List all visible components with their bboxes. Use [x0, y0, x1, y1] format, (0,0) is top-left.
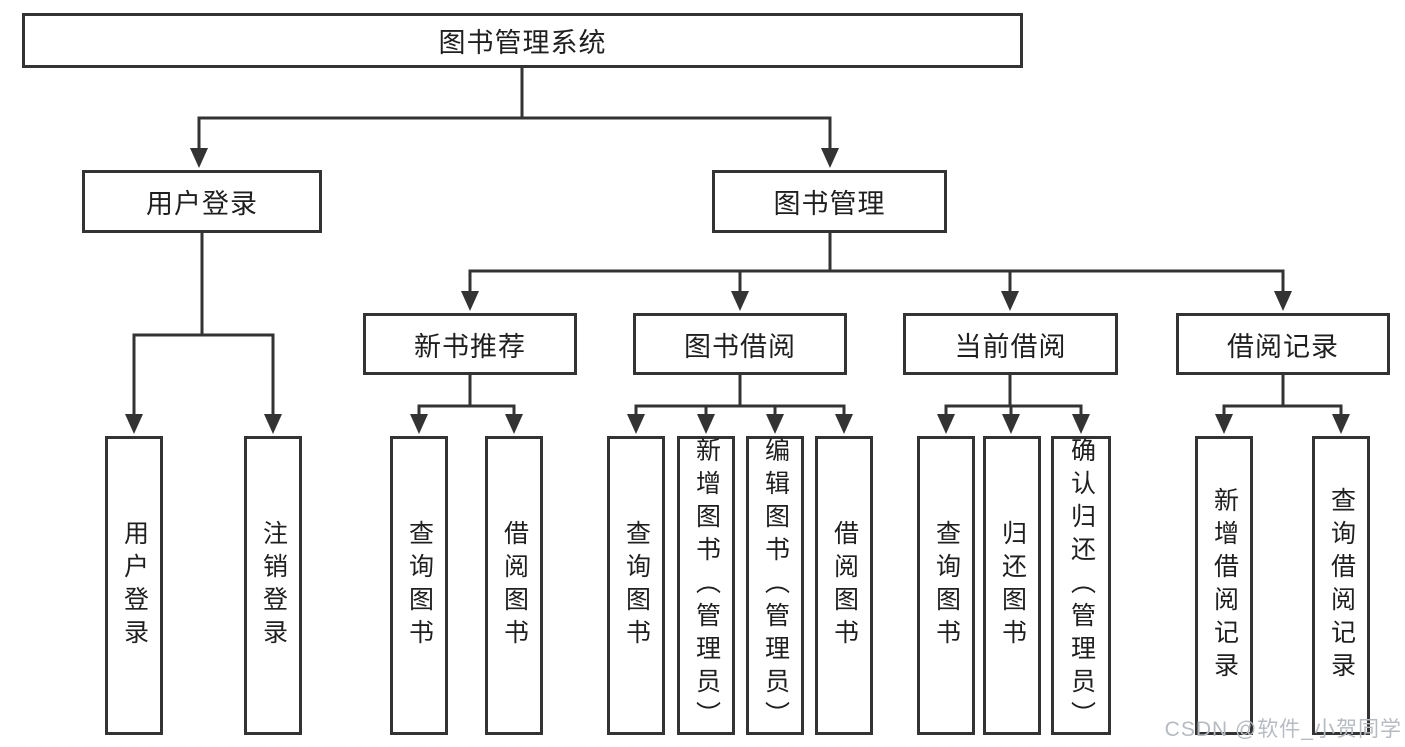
- node-borrowing-records: 借阅记录: [1176, 313, 1390, 375]
- node-book-borrowing-label: 图书借阅: [684, 331, 796, 362]
- connector-book-management-to-level3: [461, 231, 1292, 311]
- node-borrowing-records-label: 借阅记录: [1227, 331, 1339, 362]
- arrowhead-icon: [461, 291, 479, 311]
- node-new-book-recommend: 新书推荐: [363, 313, 577, 375]
- leaf-bb-edit-books-admin-label: 编辑图书（管理员）: [761, 437, 790, 734]
- leaf-bb-add-books-admin: 新增图书（管理员）: [677, 436, 735, 735]
- arrowhead-icon: [697, 414, 715, 434]
- leaf-bb-add-books-admin-label: 新增图书（管理员）: [692, 437, 721, 734]
- connector-borrowing-records-to-leaves: [1215, 373, 1350, 434]
- node-user-login: 用户登录: [82, 170, 322, 233]
- arrowhead-icon: [627, 414, 645, 434]
- node-current-borrowing: 当前借阅: [903, 313, 1118, 375]
- leaf-bb-borrow-books: 借阅图书: [815, 436, 873, 735]
- node-root-label: 图书管理系统: [438, 28, 607, 58]
- connector-current-borrowing-to-leaves: [937, 373, 1090, 434]
- arrowhead-icon: [1001, 291, 1019, 311]
- node-user-login-label: 用户登录: [146, 189, 258, 219]
- leaf-user-login: 用户登录: [105, 436, 163, 735]
- arrowhead-icon: [937, 414, 955, 434]
- arrowhead-icon: [505, 414, 523, 434]
- leaf-cb-return-books: 归还图书: [983, 436, 1041, 735]
- node-current-borrowing-label: 当前借阅: [954, 331, 1067, 362]
- leaf-cb-return-books-label: 归还图书: [998, 519, 1027, 652]
- leaf-bb-query-books: 查询图书: [607, 436, 665, 735]
- arrowhead-icon: [731, 291, 749, 311]
- leaf-user-login-label: 用户登录: [120, 519, 149, 652]
- leaf-nb-query-books-label: 查询图书: [405, 519, 434, 652]
- node-new-book-recommend-label: 新书推荐: [414, 331, 526, 362]
- arrowhead-icon: [264, 414, 282, 434]
- arrowhead-icon: [821, 148, 839, 168]
- leaf-cb-confirm-return-admin-label: 确认归还（管理员）: [1067, 437, 1096, 734]
- node-book-management-label: 图书管理: [773, 189, 886, 219]
- leaf-br-add-record: 新增借阅记录: [1195, 436, 1253, 735]
- leaf-nb-borrow-books-label: 借阅图书: [500, 519, 529, 652]
- connector-user-login-to-leaves: [125, 231, 282, 434]
- connector-book-borrowing-to-leaves: [627, 373, 853, 434]
- node-book-management: 图书管理: [712, 170, 947, 233]
- leaf-br-query-record: 查询借阅记录: [1312, 436, 1370, 735]
- arrowhead-icon: [835, 414, 853, 434]
- leaf-br-query-record-label: 查询借阅记录: [1327, 486, 1356, 685]
- arrowhead-icon: [1332, 414, 1350, 434]
- arrowhead-icon: [125, 414, 143, 434]
- watermark: CSDN @软件_小贺同学: [1164, 718, 1402, 741]
- arrowhead-icon: [766, 414, 784, 434]
- arrowhead-icon: [1274, 291, 1292, 311]
- node-book-borrowing: 图书借阅: [633, 313, 847, 375]
- leaf-cb-confirm-return-admin: 确认归还（管理员）: [1051, 436, 1111, 735]
- arrowhead-icon: [410, 414, 428, 434]
- leaf-logout-label: 注销登录: [259, 519, 288, 652]
- leaf-bb-borrow-books-label: 借阅图书: [830, 519, 859, 652]
- leaf-nb-query-books: 查询图书: [390, 436, 448, 735]
- leaf-bb-edit-books-admin: 编辑图书（管理员）: [746, 436, 804, 735]
- connector-root-to-level2: [190, 66, 839, 168]
- connector-new-book-recommend-to-leaves: [410, 373, 523, 434]
- leaf-cb-query-books-label: 查询图书: [932, 519, 961, 652]
- leaf-nb-borrow-books: 借阅图书: [485, 436, 543, 735]
- arrowhead-icon: [1072, 414, 1090, 434]
- arrowhead-icon: [1002, 414, 1020, 434]
- node-root: 图书管理系统: [22, 13, 1023, 68]
- leaf-logout: 注销登录: [244, 436, 302, 735]
- arrowhead-icon: [1215, 414, 1233, 434]
- arrowhead-icon: [190, 148, 208, 168]
- leaf-br-add-record-label: 新增借阅记录: [1210, 486, 1239, 685]
- leaf-cb-query-books: 查询图书: [917, 436, 975, 735]
- leaf-bb-query-books-label: 查询图书: [622, 519, 651, 652]
